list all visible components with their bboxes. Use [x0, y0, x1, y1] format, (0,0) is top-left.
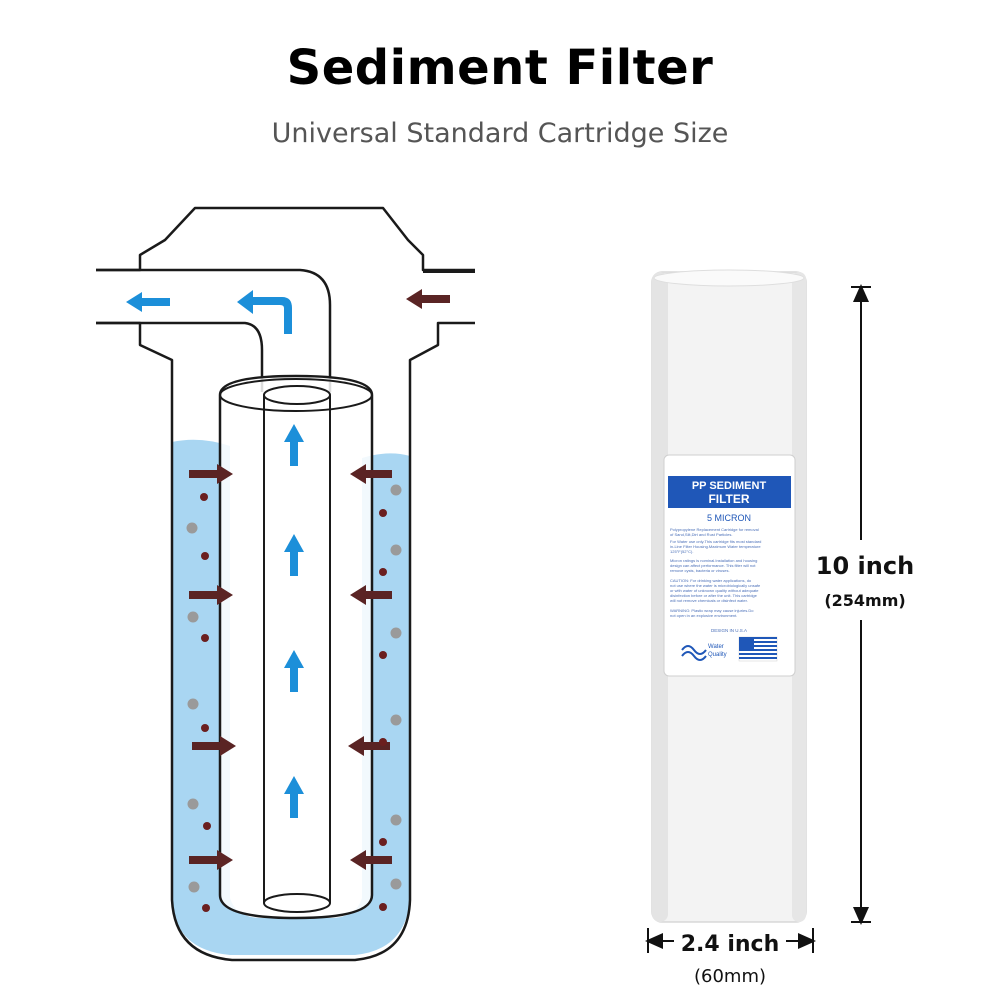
- sediment-particle-dark: [203, 822, 211, 830]
- label-text-line: Polypropylene Replacement Cartridge for …: [670, 527, 759, 532]
- upflow-arrow-icon: [284, 534, 304, 576]
- sediment-particle-gray: [186, 522, 198, 534]
- page-title: Sediment Filter: [286, 40, 714, 96]
- sediment-particle-gray: [187, 798, 199, 810]
- cartridge-outline: [218, 374, 374, 920]
- flow-arrows: [126, 290, 304, 818]
- upflow-arrow-icon: [284, 650, 304, 692]
- label-text-line: 125°F(52°C).: [670, 549, 693, 554]
- sediment-particle-gray: [187, 611, 199, 623]
- sediment-particle-dark: [379, 838, 387, 846]
- label-text-line: of Sand,Silt,Dirt and Rust Particles.: [670, 532, 732, 537]
- sediment-arrow-icon: [348, 736, 390, 756]
- height-label: 10 inch: [816, 552, 914, 580]
- brand-name-line2: Quality: [708, 652, 727, 658]
- sediment-arrows: [189, 289, 450, 870]
- outlet-pipe: [96, 268, 332, 392]
- label-warning-line: not open in an explosive environment.: [670, 613, 737, 618]
- label-text-line: For Water use only.This cartridge fits m…: [670, 539, 761, 544]
- label-header-line2: FILTER: [708, 492, 749, 506]
- label-warning-line: WARNING: Plastic wrap may cause injuries…: [670, 608, 754, 613]
- sediment-particle-dark: [201, 634, 209, 642]
- label-text-line: in-Line Filter Housing.Maximum Water tem…: [670, 544, 761, 549]
- height-dimension: 10 inch (254mm): [808, 284, 918, 925]
- sediment-arrow-icon: [189, 464, 233, 484]
- filter-housing-diagram: [96, 206, 475, 962]
- cartridge-shade-left: [652, 272, 668, 922]
- label-caution-line: disinfection before or after the unit. T…: [670, 593, 758, 598]
- upflow-arrow-icon: [284, 424, 304, 466]
- cartridge-end-top: [653, 269, 805, 287]
- label-text-line: Micron ratings is nominal.Installation a…: [670, 558, 757, 563]
- label-micron: 5 MICRON: [707, 513, 751, 523]
- cartridge-product: PP SEDIMENT FILTER 5 MICRON Polypropylen…: [651, 269, 807, 923]
- label-caution-line: will not remove chemicals or disinfect w…: [670, 598, 748, 603]
- housing-outline: [96, 206, 475, 962]
- sediment-particle-gray: [390, 627, 402, 639]
- inlet-arrow-icon: [406, 289, 450, 309]
- sediment-particle-gray: [390, 484, 402, 496]
- sediment-particle-dark: [379, 903, 387, 911]
- sediment-particle-dark: [202, 904, 210, 912]
- sediment-particle-gray: [187, 698, 199, 710]
- label-header-line1: PP SEDIMENT: [692, 480, 767, 492]
- inlet-port: [423, 271, 475, 324]
- sediment-arrow-icon: [350, 585, 392, 605]
- sediment-particle-dark: [201, 552, 209, 560]
- core-top: [263, 385, 331, 405]
- core-bottom: [263, 893, 331, 913]
- brand-name-line1: Water: [708, 644, 724, 650]
- height-metric: (254mm): [824, 591, 905, 610]
- cartridge-shade-right: [792, 272, 806, 922]
- sediment-arrow-icon: [189, 850, 233, 870]
- width-label: 2.4 inch: [681, 932, 780, 957]
- sediment-arrow-icon: [350, 464, 392, 484]
- page-subtitle: Universal Standard Cartridge Size: [271, 118, 729, 149]
- label-text-line: remove cysts, bacteria or viruses.: [670, 568, 730, 573]
- sediment-arrow-icon: [192, 736, 236, 756]
- sediment-particle-dark: [379, 509, 387, 517]
- label-design: DESIGN IN U.S.A: [711, 628, 747, 633]
- sediment-particles: [186, 484, 402, 912]
- label-card: [663, 454, 796, 677]
- upflow-arrow-icon: [284, 776, 304, 818]
- label-text-line: design can affect performance. This filt…: [670, 563, 756, 568]
- label-header: [668, 476, 791, 508]
- water-quality-logo-icon: [681, 645, 707, 661]
- sediment-particle-gray: [390, 714, 402, 726]
- sediment-arrow-icon: [189, 585, 233, 605]
- sediment-particle-dark: [200, 493, 208, 501]
- sediment-particle-dark: [201, 724, 209, 732]
- cartridge-core: [263, 395, 331, 903]
- width-metric: (60mm): [694, 966, 766, 987]
- product-label: PP SEDIMENT FILTER 5 MICRON Polypropylen…: [663, 454, 796, 677]
- sediment-particle-gray: [390, 814, 402, 826]
- label-caution-line: or with water of unknown quality without…: [670, 588, 759, 593]
- outlet-flow-arrow-icon: [126, 292, 170, 312]
- sediment-arrow-icon: [350, 850, 392, 870]
- sediment-particle-dark: [379, 651, 387, 659]
- sediment-particle-dark: [379, 738, 387, 746]
- cartridge-top: [219, 378, 373, 412]
- label-caution-line: CAUTION: For drinking water applications…: [670, 578, 752, 583]
- turning-flow-arrow-icon: [237, 290, 292, 334]
- us-flag-icon: [738, 636, 778, 662]
- width-dimension: 2.4 inch (60mm): [645, 926, 816, 987]
- sediment-particle-gray: [188, 881, 200, 893]
- sediment-particle-dark: [379, 568, 387, 576]
- sediment-particle-gray: [390, 878, 402, 890]
- label-caution-line: not use where the water is microbiologic…: [670, 583, 761, 588]
- sediment-particle-gray: [390, 544, 402, 556]
